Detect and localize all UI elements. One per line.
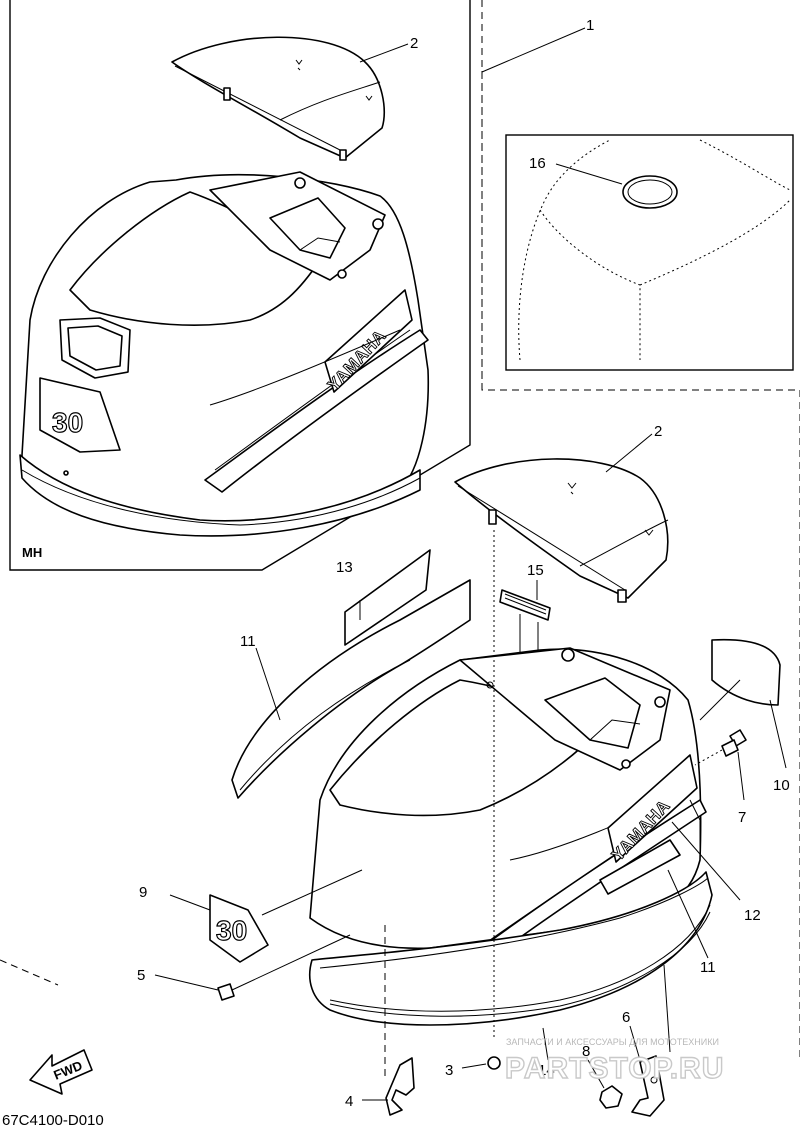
callout-2-top: 2 [410, 35, 418, 52]
main-lower-pan [308, 871, 713, 1026]
part-13-decal [344, 549, 431, 646]
part-6-bracket [631, 1055, 665, 1117]
detail-box-frame [505, 134, 794, 371]
callout-3: 3 [445, 1062, 453, 1079]
main-decal-number: 30 [216, 915, 247, 946]
leader-12 [671, 821, 741, 901]
leader-10-a [699, 679, 741, 721]
leader-6 [629, 1025, 641, 1061]
leader-7 [737, 751, 745, 801]
detail-box-cowl-outline [518, 139, 791, 361]
watermark-logo: PARTSTOP.RU [505, 1052, 724, 1085]
leader-5 [154, 974, 219, 991]
watermark-tagline: ЗАПЧАСТИ И АКСЕССУАРЫ ДЛЯ МОТОТЕХНИКИ [506, 1037, 719, 1047]
part-9-decal: 30 [209, 894, 269, 963]
part-10-cover [711, 638, 781, 706]
leader-11-left [255, 647, 281, 721]
inset-top-lid [171, 36, 386, 161]
main-cowling: YAMAHA [309, 647, 707, 953]
leader-5-b [231, 934, 351, 991]
leader-9-b [261, 869, 363, 916]
callout-5: 5 [137, 967, 145, 984]
leader-8 [587, 1059, 605, 1089]
callout-8: 8 [582, 1043, 590, 1060]
inset-mh-frame [9, 0, 471, 571]
leader-11-right [667, 869, 709, 959]
callout-7: 7 [738, 809, 746, 826]
callout-9: 9 [139, 884, 147, 901]
part-8-nut [599, 1085, 623, 1109]
part-3-nut [487, 1056, 501, 1070]
part-7-bolt [721, 729, 747, 757]
leader-2-top [359, 43, 409, 63]
callout-13: 13 [336, 559, 353, 576]
assembly-boundary [0, 0, 800, 986]
leader-14 [542, 1027, 549, 1061]
drawing-code: 67C4100-D010 [2, 1112, 104, 1129]
leader-9 [169, 894, 211, 911]
leader-6-b [663, 964, 671, 1053]
part-15-seal [499, 589, 551, 621]
callout-4: 4 [345, 1093, 353, 1110]
part-16-gasket [622, 175, 678, 209]
leader-10-b [769, 699, 787, 769]
callout-6: 6 [622, 1009, 630, 1026]
leader-1 [481, 27, 586, 73]
fwd-arrow-icon: FWD [29, 1049, 93, 1095]
inset-mh-label: MH [22, 545, 42, 560]
callout-11-left: 11 [240, 633, 256, 650]
main-top-lid [454, 458, 669, 603]
callout-10: 10 [773, 777, 790, 794]
callout-2-main: 2 [654, 423, 662, 440]
inset-cowling: 30 YAMAHA [19, 171, 430, 537]
part-4-bracket [385, 1057, 415, 1116]
callout-11-right: 11 [700, 959, 716, 976]
callout-16: 16 [529, 155, 546, 172]
callout-12: 12 [744, 907, 761, 924]
callout-14: 14 [538, 1062, 555, 1079]
leader-3 [461, 1063, 487, 1069]
part-5-screw [217, 983, 235, 1001]
leader-2-main [605, 433, 653, 473]
inset-decal-number: 30 [52, 407, 83, 438]
callout-1: 1 [586, 17, 594, 34]
leader-16 [555, 163, 623, 185]
part-11-left-strip [231, 579, 471, 799]
callout-15: 15 [527, 562, 544, 579]
